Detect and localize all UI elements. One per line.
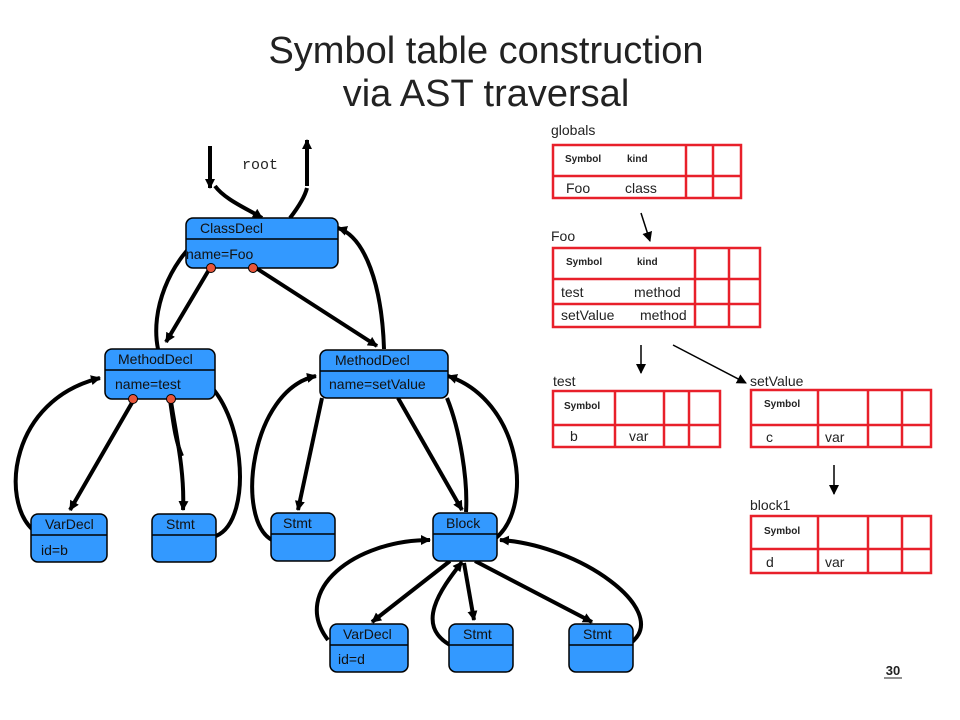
tree-edges: [13, 184, 643, 647]
edge-vardecl-d-to-block: [314, 535, 431, 642]
edge-stmt-to-method-setvalue: [250, 372, 317, 542]
stmt-setvalue-type-label: Stmt: [283, 515, 312, 531]
table-foo-header-kind: kind: [637, 257, 658, 268]
edge-block-to-stmt-2: [474, 559, 593, 624]
edge-stmt-to-method-test: [168, 399, 184, 457]
edge-block-to-stmt-1: [462, 562, 478, 621]
table-foo-label: Foo: [551, 228, 575, 244]
block-node: Block: [432, 512, 498, 562]
table-foo: Foo Symbol kind test method setValue met…: [551, 228, 762, 329]
edge-method-setvalue-to-block-2: [445, 397, 469, 513]
table-block1-label: block1: [750, 497, 791, 513]
table-setvalue-row-1-symbol: c: [766, 429, 773, 445]
scope-arrows: [636, 212, 839, 495]
edge-classdecl-to-method-test: [164, 266, 212, 344]
edge-method-test-to-vardecl: [68, 399, 135, 512]
table-foo-header-symbol: Symbol: [566, 257, 602, 268]
classdecl-node: ClassDecl name=Foo: [185, 217, 339, 269]
edge-classdecl-to-method-setvalue: [254, 266, 379, 348]
stmt-block-2-type-label: Stmt: [583, 626, 612, 642]
slide-title-line-1: Symbol table construction: [268, 30, 703, 72]
edge-block-to-method-setvalue: [447, 374, 519, 540]
root-arrows: [205, 139, 312, 189]
table-setvalue-row-1-kind: var: [825, 429, 845, 445]
method-setvalue-node: MethodDecl name=setValue: [319, 349, 449, 399]
scope-dots: [128, 263, 258, 404]
vardecl-b-node: VarDecl id=b: [30, 513, 108, 563]
table-block1: block1 Symbol d var: [749, 497, 933, 575]
table-foo-row-1-kind: method: [634, 284, 681, 300]
table-globals-label: globals: [551, 122, 595, 138]
stmt-block-1-type-label: Stmt: [463, 626, 492, 642]
table-block1-row-1-symbol: d: [766, 554, 774, 570]
table-test-row-1-symbol: b: [570, 428, 578, 444]
table-foo-row-1-symbol: test: [561, 284, 584, 300]
table-test-header-symbol: Symbol: [564, 401, 600, 412]
table-globals-row-1-kind: class: [625, 180, 657, 196]
table-foo-row-2-symbol: setValue: [561, 307, 615, 323]
edge-stmt-2-to-block: [499, 535, 643, 644]
table-globals-row-1-symbol: Foo: [566, 180, 590, 196]
method-test-node: MethodDecl name=test: [104, 348, 216, 400]
vardecl-d-node: VarDecl id=d: [329, 623, 409, 673]
stmt-block-1-node: Stmt: [448, 623, 514, 673]
stmt-test-node: Stmt: [151, 513, 217, 563]
slide-title-line-2: via AST traversal: [343, 73, 630, 115]
method-test-dot-left: [128, 394, 138, 404]
root-label: root: [242, 157, 278, 174]
edge-block-to-vardecl-d: [370, 559, 452, 624]
table-block1-row-1-kind: var: [825, 554, 845, 570]
method-test-attr-label: name=test: [115, 376, 181, 392]
edge-stmt-1-to-block: [430, 560, 464, 647]
classdecl-dot-right: [248, 263, 258, 273]
table-globals: globals Symbol kind Foo class: [551, 122, 743, 200]
stmt-block-2-node: Stmt: [568, 623, 634, 673]
edge-method-setvalue-to-classdecl: [337, 226, 386, 350]
table-setvalue: setValue Symbol c var: [749, 373, 933, 449]
method-test-type-label: MethodDecl: [118, 351, 193, 367]
edge-vardecl-to-method-test: [13, 375, 101, 532]
table-test-label: test: [553, 373, 576, 389]
table-foo-row-2-kind: method: [640, 307, 687, 323]
edge-method-setvalue-to-stmt: [294, 397, 324, 511]
arrow-globals-to-foo: [640, 212, 653, 242]
vardecl-d-attr-label: id=d: [338, 651, 365, 667]
classdecl-type-label: ClassDecl: [200, 220, 263, 236]
table-setvalue-header-symbol: Symbol: [764, 399, 800, 410]
method-setvalue-attr-label: name=setValue: [329, 376, 426, 392]
page-number: 30: [886, 663, 900, 678]
vardecl-b-attr-label: id=b: [41, 542, 68, 558]
stmt-test-type-label: Stmt: [166, 516, 195, 532]
table-setvalue-label: setValue: [750, 373, 804, 389]
vardecl-d-type-label: VarDecl: [343, 626, 392, 642]
block-type-label: Block: [446, 515, 481, 531]
vardecl-b-type-label: VarDecl: [45, 516, 94, 532]
edge-classdecl-to-root: [288, 187, 309, 220]
table-globals-header-kind: kind: [627, 154, 648, 165]
edge-root-to-classdecl: [213, 184, 264, 220]
classdecl-attr-label: name=Foo: [186, 246, 254, 262]
table-test: test Symbol b var: [551, 373, 722, 449]
edge-method-setvalue-to-block: [396, 397, 464, 511]
arrow-foo-to-setvalue: [672, 344, 747, 384]
table-test-row-1-kind: var: [629, 428, 649, 444]
stmt-setvalue-node: Stmt: [270, 512, 336, 562]
method-setvalue-type-label: MethodDecl: [335, 352, 410, 368]
classdecl-dot-left: [206, 263, 216, 273]
table-block1-header-symbol: Symbol: [764, 526, 800, 537]
method-test-dot-right: [166, 394, 176, 404]
table-globals-header-symbol: Symbol: [565, 154, 601, 165]
